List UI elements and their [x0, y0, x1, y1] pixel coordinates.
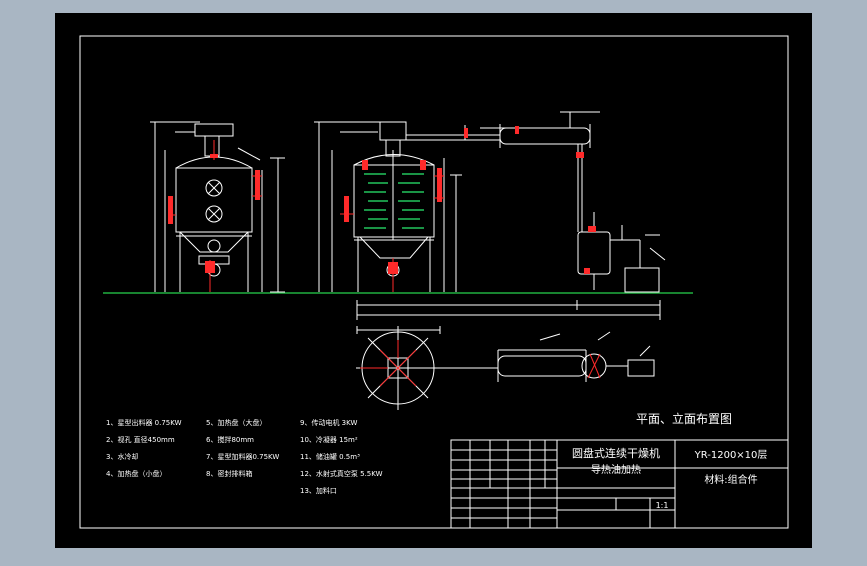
drawing-sheet: [55, 13, 812, 548]
title-block: [450, 439, 789, 529]
material: 材料:组合件: [704, 473, 757, 486]
drawing-scale: 1:1: [656, 501, 669, 510]
legend-item-8: 8、密封排料箱: [206, 469, 252, 478]
legend-item-2: 2、视孔 直径450mm: [106, 435, 175, 444]
dryer-section-heating-plates: [364, 173, 424, 229]
legend-item-4: 4、加热盘（小盘）: [106, 469, 166, 478]
piping-valves: [464, 126, 596, 274]
plan-elevation-title: 平面、立面布置图: [636, 411, 732, 426]
legend-item-9: 9、传动电机 3KW: [300, 418, 357, 427]
legend-item-3: 3、水冷却: [106, 452, 138, 461]
product-name-line2: 导热油加热: [591, 463, 641, 476]
legend-item-12: 12、水射式真空泵 5.5KW: [300, 469, 383, 478]
dryer-left-valves: [168, 154, 260, 273]
overall-dimension-lines: [356, 300, 661, 320]
legend-item-5: 5、加热盘（大盘）: [206, 418, 266, 427]
drawing-frame: [79, 35, 789, 529]
legend-item-6: 6、搅拌80mm: [206, 435, 254, 444]
legend-item-10: 10、冷凝器 15m²: [300, 435, 358, 444]
dryer-elevation-left: [150, 121, 285, 293]
product-name-line1: 圆盘式连续干燥机: [572, 446, 660, 460]
legend-item-13: 13、加料口: [300, 486, 337, 495]
plan-view-red-pipes: [360, 340, 601, 387]
legend-item-11: 11、储油罐 0.5m³: [300, 452, 360, 461]
legend-item-7: 7、星型加料器0.75KW: [206, 452, 279, 461]
title-block-text: 圆盘式连续干燥机 导热油加热 YR-1200×10层 材料:组合件 1:1: [572, 446, 767, 510]
legend: 1、星型出料器 0.75KW 2、视孔 直径450mm 3、水冷却 4、加热盘（…: [106, 418, 383, 495]
dryer-section-valves: [344, 160, 442, 274]
legend-item-1: 1、星型出料器 0.75KW: [106, 418, 182, 427]
model-number: YR-1200×10层: [694, 449, 768, 461]
